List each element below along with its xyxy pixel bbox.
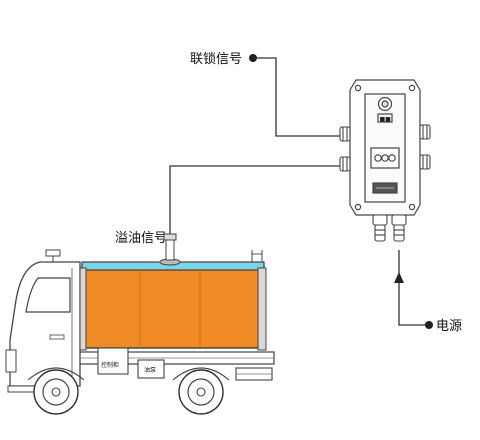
power-terminal-dot <box>425 321 433 329</box>
left-cable-glands <box>339 126 351 172</box>
control-cabinet <box>97 347 129 375</box>
bottom-cable-glands <box>372 214 407 242</box>
rear-wheel <box>178 369 224 415</box>
overflow-signal-label: 溢油信号 <box>115 231 167 246</box>
interlock-terminal-dot <box>249 54 257 62</box>
power-supply-label: 电源 <box>436 319 462 334</box>
right-cable-glands <box>419 124 431 170</box>
front-wheel <box>33 369 79 415</box>
button-3-icon <box>388 154 396 162</box>
cab-window <box>25 277 71 313</box>
controller-box: ■■ <box>349 79 421 216</box>
button-1-icon <box>374 154 382 162</box>
power-arrow-icon <box>394 272 404 283</box>
pump-cabinet-label: 油泵 <box>144 366 156 374</box>
overflow-wire <box>169 165 346 238</box>
interlock-wire <box>253 57 346 137</box>
pump-cabinet <box>137 359 165 379</box>
interlock-signal-label: 联锁信号 <box>190 51 242 67</box>
tank-body <box>81 265 265 349</box>
control-cabinet-label: 控制柜 <box>101 361 119 369</box>
controller-badge: ■■ <box>380 116 392 123</box>
tank-truck: 控制柜 油泵 <box>5 233 275 415</box>
overflow-sensor-icon <box>165 237 175 261</box>
power-wire <box>398 250 426 326</box>
button-2-icon <box>381 154 389 162</box>
